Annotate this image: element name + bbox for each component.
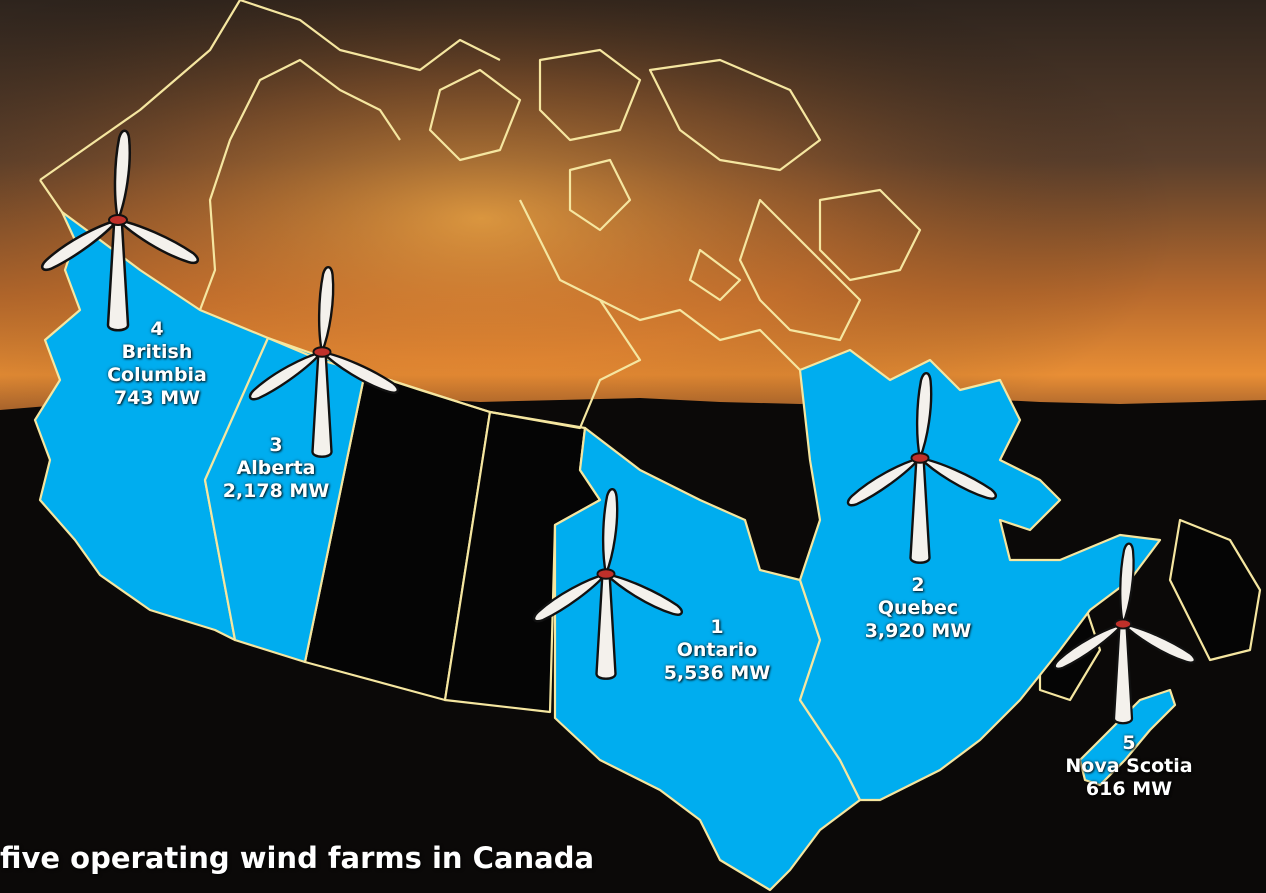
- turbine-tower: [106, 222, 130, 332]
- turbine-blade: [1053, 622, 1125, 670]
- turbine-blade: [1119, 542, 1135, 626]
- wind-turbine-icon: [846, 372, 997, 564]
- arctic-island-4: [568, 158, 632, 232]
- baffin-island: [738, 198, 862, 342]
- region-name-line: Columbia: [107, 364, 207, 386]
- turbine-tower: [909, 460, 931, 564]
- region-name: Quebec: [877, 597, 959, 619]
- region-value: 2,178 MW: [222, 480, 330, 502]
- turbine-blade: [532, 572, 608, 623]
- region-label-quebec: 2 Quebec 3,920 MW: [865, 574, 972, 643]
- territory-yukon: [39, 0, 241, 213]
- region-value: 5,536 MW: [663, 662, 771, 684]
- turbine-hub: [596, 568, 616, 580]
- region-value: 616 MW: [1085, 778, 1173, 800]
- region-label-alberta: 3 Alberta 2,178 MW: [223, 434, 330, 503]
- region-rank: 4: [150, 318, 164, 340]
- map-provinces-other: [303, 370, 1262, 714]
- turbine-hub: [910, 452, 930, 464]
- province-british-columbia: [33, 210, 270, 642]
- turbine-blade: [604, 572, 683, 616]
- province-ontario: [553, 426, 862, 892]
- turbine-tower: [595, 576, 617, 680]
- region-label-ontario: 1 Ontario 5,536 MW: [664, 616, 771, 685]
- territory-nunavut-border: [364, 199, 642, 430]
- turbine-blade: [113, 129, 131, 222]
- turbine-hub: [1113, 618, 1133, 630]
- region-name: Ontario: [676, 639, 758, 661]
- region-name-line: British: [121, 341, 193, 363]
- province-newfoundland: [1168, 518, 1262, 662]
- region-label-british-columbia: 4 British Columbia 743 MW: [107, 318, 207, 410]
- turbine-blade: [915, 372, 933, 460]
- region-value: 3,920 MW: [864, 620, 972, 642]
- region-label-nova-scotia: 5 Nova Scotia 616 MW: [1065, 732, 1192, 801]
- region-value: 743 MW: [113, 387, 201, 409]
- region-name: Alberta: [236, 457, 316, 479]
- turbine-blade: [918, 456, 997, 500]
- turbine-blade: [41, 218, 120, 271]
- wind-turbine-icon: [1053, 542, 1196, 725]
- arctic-island-1: [428, 68, 522, 162]
- region-rank: 1: [710, 616, 724, 638]
- wind-turbine-icon: [532, 488, 683, 680]
- arctic-island-2: [538, 48, 642, 142]
- region-name: Nova Scotia: [1065, 755, 1193, 777]
- turbine-layer: [41, 129, 1196, 725]
- turbine-blade: [1121, 622, 1196, 664]
- region-rank: 2: [911, 574, 925, 596]
- arctic-island-5: [818, 188, 922, 282]
- territory-nwt-border: [198, 58, 401, 311]
- turbine-blade: [846, 456, 922, 507]
- turbine-blade: [601, 488, 619, 576]
- region-rank: 3: [269, 434, 283, 456]
- turbine-blade: [116, 218, 200, 265]
- turbine-blade: [317, 266, 335, 354]
- map-caption: five operating wind farms in Canada: [0, 841, 595, 875]
- wind-turbine-icon: [248, 266, 399, 458]
- province-quebec: [798, 348, 1162, 802]
- arctic-island-3: [648, 58, 822, 172]
- turbine-hub: [108, 214, 128, 226]
- hudson-coast: [599, 248, 801, 371]
- wind-turbine-icon: [41, 129, 200, 332]
- turbine-hub: [312, 346, 332, 358]
- turbine-blade: [248, 350, 324, 401]
- turbine-tower: [311, 354, 333, 458]
- region-rank: 5: [1122, 732, 1136, 754]
- turbine-tower: [1112, 626, 1134, 725]
- turbine-blade: [320, 350, 399, 394]
